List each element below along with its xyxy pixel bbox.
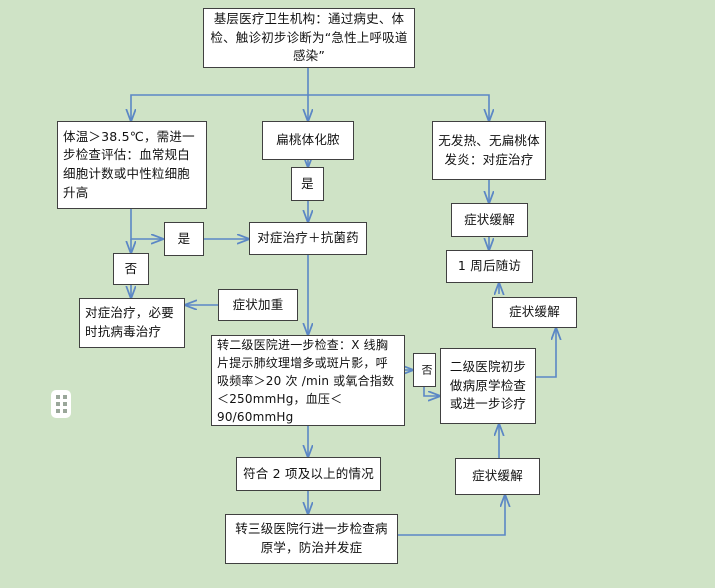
edge-n2-n6	[130, 209, 163, 239]
node-symptomatic-antibiotic[interactable]: 对症治疗＋抗菌药	[249, 222, 367, 255]
node-primary-care-diagnosis[interactable]: 基层医疗卫生机构：通过病史、体检、触诊初步诊断为“急性上呼吸道感染”	[203, 8, 415, 68]
node-symptomatic-antiviral[interactable]: 对症治疗，必要时抗病毒治疗	[79, 298, 185, 348]
node-label: 符合 2 项及以上的情况	[243, 465, 374, 481]
node-label: 1 周后随访	[457, 258, 522, 274]
edge-n1-n4	[308, 94, 489, 121]
node-symptom-relief-top[interactable]: 症状缓解	[451, 203, 528, 237]
node-label: 是	[177, 230, 191, 246]
node-label: 是	[301, 175, 314, 191]
node-label: 否	[124, 260, 138, 276]
drag-dots	[55, 395, 67, 413]
node-yes-tonsil[interactable]: 是	[291, 167, 324, 201]
node-label: 否	[420, 364, 433, 376]
node-label: 无发热、无扁桃体发炎：对症治疗	[438, 132, 540, 167]
node-tertiary-hospital-referral[interactable]: 转三级医院行进一步检查病原学，防治并发症	[225, 514, 398, 564]
node-no-fever[interactable]: 否	[113, 253, 149, 285]
node-symptom-worsening[interactable]: 症状加重	[218, 289, 298, 321]
node-label: 对症治疗，必要时抗病毒治疗	[85, 305, 174, 339]
node-symptom-relief-middle[interactable]: 症状缓解	[492, 297, 577, 328]
node-label: 症状缓解	[464, 211, 515, 227]
node-label: 体温＞38.5℃，需进一步检查评估：血常规白细胞计数或中性粒细胞升高	[63, 128, 195, 200]
node-label: 转三级医院行进一步检查病原学，防治并发症	[235, 521, 388, 555]
node-followup-one-week[interactable]: 1 周后随访	[446, 250, 533, 283]
edge-n15-n16	[423, 387, 440, 396]
edge-n16-n13	[536, 328, 556, 378]
node-label: 基层医疗卫生机构：通过病史、体检、触诊初步诊断为“急性上呼吸道感染”	[210, 10, 408, 64]
node-label: 症状缓解	[472, 468, 523, 484]
node-no-fever-symptomatic[interactable]: 无发热、无扁桃体发炎：对症治疗	[432, 121, 546, 180]
node-secondary-hospital-exam[interactable]: 转二级医院进一步检查：X 线胸片提示肺纹理增多或斑片影，呼吸频率＞20 次 /m…	[211, 335, 405, 426]
edge-n1-n2	[131, 68, 309, 121]
node-label: 转二级医院进一步检查：X 线胸片提示肺纹理增多或斑片影，呼吸频率＞20 次 /m…	[217, 337, 395, 424]
node-yes-fever[interactable]: 是	[164, 222, 204, 256]
node-symptom-relief-bottom[interactable]: 症状缓解	[455, 458, 540, 495]
node-label: 症状缓解	[509, 304, 560, 320]
node-label: 对症治疗＋抗菌药	[257, 230, 359, 246]
node-fever-evaluation[interactable]: 体温＞38.5℃，需进一步检查评估：血常规白细胞计数或中性粒细胞升高	[57, 121, 207, 209]
node-tonsil-suppuration[interactable]: 扁桃体化脓	[262, 121, 354, 160]
node-two-or-more-criteria[interactable]: 符合 2 项及以上的情况	[236, 457, 381, 491]
node-label: 扁桃体化脓	[276, 132, 340, 148]
drag-handle-icon[interactable]	[51, 390, 71, 418]
node-no-secondary[interactable]: 否	[413, 353, 436, 387]
node-label: 二级医院初步做病原学检查或进一步诊疗	[449, 358, 527, 412]
node-secondary-pathogen-test[interactable]: 二级医院初步做病原学检查或进一步诊疗	[440, 348, 536, 424]
edge-n19-n18	[398, 495, 505, 536]
node-label: 症状加重	[232, 296, 284, 312]
